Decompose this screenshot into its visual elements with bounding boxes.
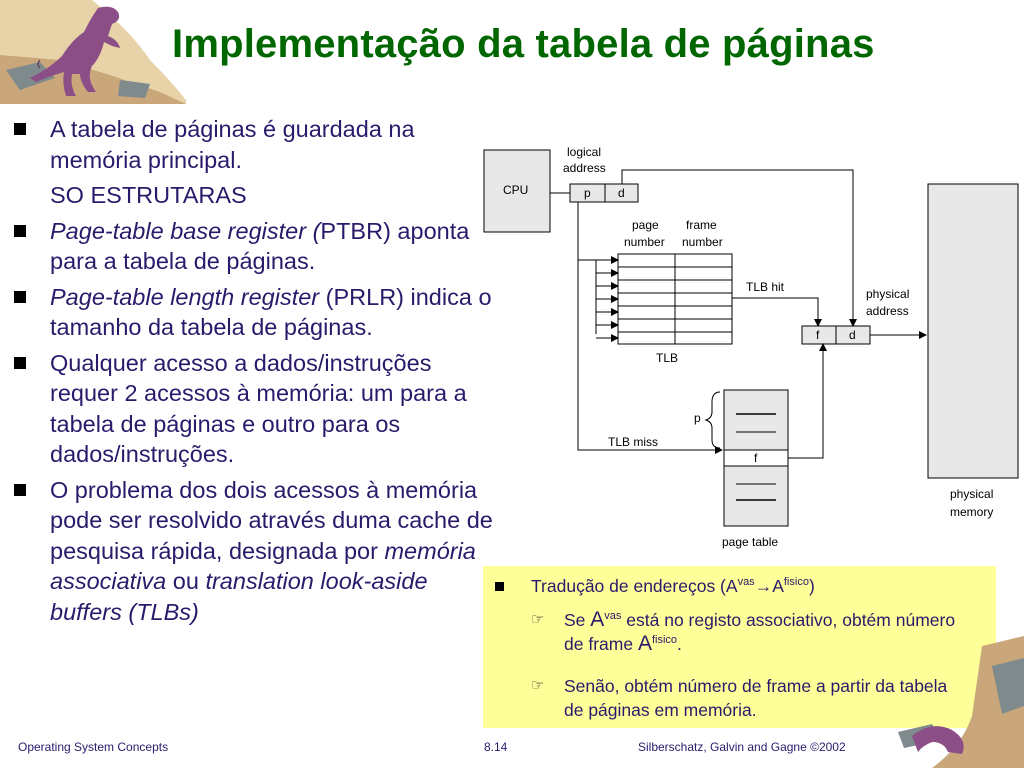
page-label: page	[632, 218, 659, 232]
footer-page-number: 8.14	[484, 740, 508, 754]
bullet-text: A tabela de páginas é guardada na memóri…	[50, 116, 415, 173]
bullet-text: ou	[166, 568, 206, 594]
number-label: number	[682, 235, 723, 249]
note-text: Se	[564, 610, 591, 630]
superscript: vas	[604, 610, 622, 623]
tlb-miss-label: TLB miss	[608, 435, 658, 449]
bullet-item: O problema dos dois acessos à memória po…	[14, 475, 494, 628]
bullet-item: A tabela de páginas é guardada na memóri…	[14, 114, 494, 175]
bullet-text: Qualquer acesso a dados/instruções reque…	[50, 349, 467, 468]
bullet-subline: SO ESTRUTARAS	[50, 182, 247, 208]
note-text: Senão, obtém número de frame a partir da…	[564, 676, 948, 720]
note-heading: Tradução de endereços (Avas→Afisico)	[495, 574, 815, 598]
address-translation-note: Tradução de endereços (Avas→Afisico) ☞ S…	[483, 566, 996, 728]
bullet-square-icon	[14, 290, 26, 303]
bullet-text: O problema dos dois acessos à memória po…	[50, 476, 493, 564]
note-subitem: ☞ Senão, obtém número de frame a partir …	[531, 674, 971, 722]
note-text: Tradução de endereços (A	[531, 576, 738, 596]
note-text: A	[637, 632, 652, 655]
note-text: A	[590, 608, 605, 631]
note-subitem: ☞ Se Avas está no registo associativo, o…	[531, 608, 971, 656]
bullet-text: PTBR) aponta para a tabela de páginas.	[50, 217, 470, 275]
bullet-square-icon	[14, 356, 26, 369]
address-label: address	[866, 304, 909, 318]
bullet-italic-text: Page-table length register	[50, 283, 320, 310]
bullet-square-icon	[14, 224, 26, 237]
bullet-text: (PRLR) indica o tamanho da tabela de pág…	[50, 283, 492, 341]
bullet-square-icon	[495, 582, 504, 591]
bullet-italic-text: memória associativa	[50, 537, 476, 595]
physical-label: physical	[950, 487, 993, 501]
tlb-label: TLB	[656, 351, 678, 365]
bullet-square-icon	[14, 483, 26, 496]
p-label: p	[584, 186, 591, 200]
bullet-square-icon	[14, 123, 26, 135]
footer-left: Operating System Concepts	[18, 740, 169, 754]
page-table-label: page table	[722, 535, 778, 549]
f-label: f	[816, 328, 820, 342]
dinosaur-decoration-icon	[898, 636, 1024, 768]
logical-label: logical	[567, 145, 601, 159]
brace-icon	[704, 391, 721, 449]
footer-right: Silberschatz, Galvin and Gagne ©2002	[638, 740, 846, 754]
number-label: number	[624, 235, 665, 249]
page-title: Implementação da tabela de páginas	[172, 22, 875, 66]
note-text: A	[772, 576, 784, 596]
cpu-box	[483, 149, 551, 233]
bullet-italic-text: Page-table base register (	[50, 217, 321, 244]
bullet-item: Qualquer acesso a dados/instruções reque…	[14, 348, 494, 470]
pointing-hand-icon: ☞	[531, 677, 545, 694]
address-label: address	[563, 161, 606, 175]
bullet-italic-text: translation look-aside buffers (TLBs)	[50, 568, 428, 625]
note-text: está no registo associativo, obtém númer…	[564, 610, 956, 654]
physical-label: physical	[866, 287, 909, 301]
frame-label: frame	[686, 218, 717, 232]
superscript: vas	[737, 576, 755, 589]
memory-label: memory	[950, 505, 993, 519]
dinosaur-logo-icon	[0, 0, 186, 104]
note-text: )	[808, 576, 815, 596]
bullet-list: A tabela de páginas é guardada na memóri…	[14, 114, 494, 632]
bullet-item: Page-table length register (PRLR) indica…	[14, 282, 494, 343]
d-label: d	[849, 328, 856, 342]
cpu-label: CPU	[503, 183, 528, 197]
paging-hardware-diagram: CPU logical address p d page number fram…	[483, 145, 1019, 549]
pointing-hand-icon: ☞	[531, 611, 545, 628]
note-text: .	[677, 634, 682, 654]
f-label: f	[754, 451, 758, 465]
tlb-hit-label: TLB hit	[746, 280, 785, 294]
p-label: p	[694, 411, 701, 425]
physical-memory-box	[927, 183, 1019, 479]
superscript: fisico	[783, 576, 809, 589]
bullet-item: Page-table base register (PTBR) aponta p…	[14, 216, 494, 277]
logical-address-box	[569, 183, 639, 203]
superscript: fisico	[651, 634, 678, 647]
arrow-icon: →	[754, 576, 773, 596]
d-label: d	[618, 186, 625, 200]
